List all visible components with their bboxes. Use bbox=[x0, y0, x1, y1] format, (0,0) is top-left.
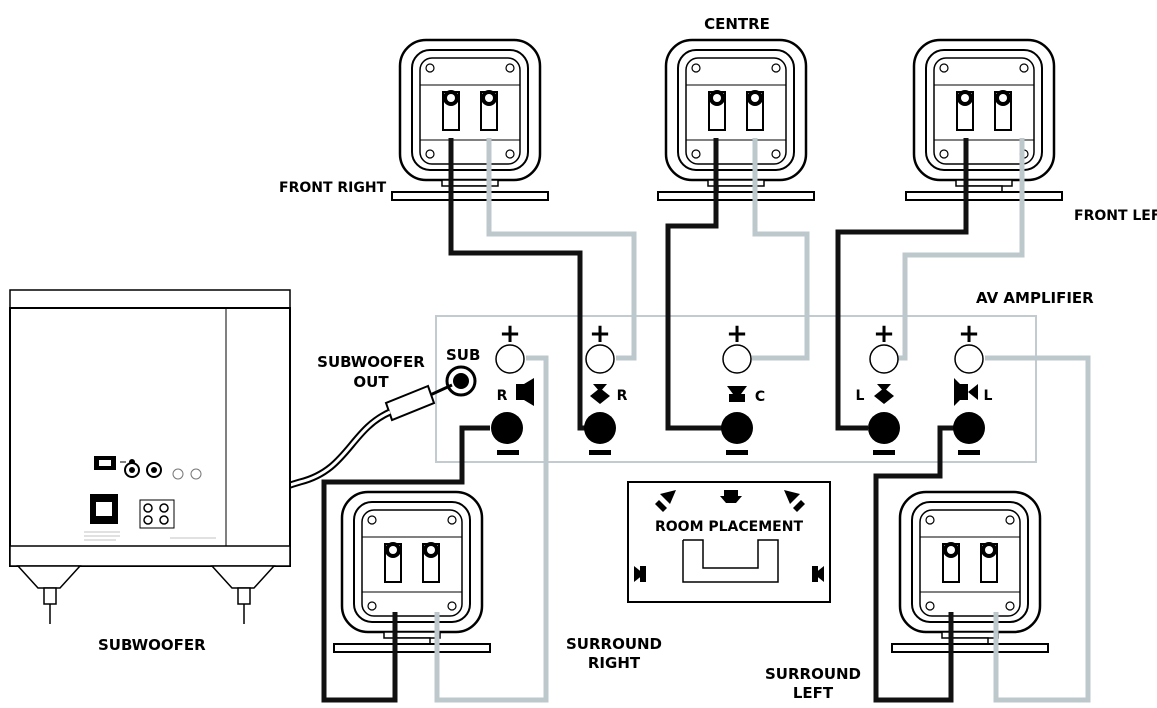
black-wires bbox=[321, 138, 969, 703]
label-subwoofer: SUBWOOFER bbox=[98, 636, 206, 654]
channel-letter-l: L bbox=[856, 388, 865, 404]
label-subwoofer-out-line2: OUT bbox=[353, 373, 389, 391]
label-surround-left-line1: SURROUND bbox=[765, 665, 861, 683]
label-surround-right-line1: SURROUND bbox=[566, 635, 662, 653]
surround-right-speaker bbox=[332, 490, 492, 654]
plus-sign: + bbox=[873, 319, 895, 349]
surround-left-speaker bbox=[890, 490, 1050, 654]
label-front-right: FRONT RIGHT bbox=[279, 180, 387, 196]
label-subwoofer-out-line1: SUBWOOFER bbox=[317, 353, 425, 371]
grey-wires bbox=[434, 138, 1091, 703]
channel-letter-r: R bbox=[617, 388, 628, 404]
plus-signs: + + + + + bbox=[499, 319, 980, 349]
label-centre: CENTRE bbox=[704, 15, 770, 33]
minus-signs bbox=[497, 450, 980, 455]
channel-letter-c: C bbox=[755, 389, 765, 405]
front-right-speaker bbox=[390, 38, 550, 202]
front-left-channel-icon: L bbox=[856, 384, 894, 404]
label-surround-right-line2: RIGHT bbox=[588, 654, 641, 672]
label-front-left: FRONT LEFT bbox=[1074, 208, 1157, 224]
channel-letter-r: R bbox=[497, 388, 508, 404]
sub-output-jack bbox=[445, 365, 477, 397]
label-surround-left-line2: LEFT bbox=[793, 684, 834, 702]
plus-sign: + bbox=[589, 319, 611, 349]
front-left-speaker bbox=[904, 38, 1064, 202]
surround-left-channel-icon: L bbox=[954, 378, 993, 406]
centre-speaker bbox=[656, 38, 816, 202]
label-room-placement: ROOM PLACEMENT bbox=[655, 519, 803, 535]
channel-letter-l: L bbox=[984, 388, 993, 404]
centre-channel-icon: C bbox=[727, 386, 765, 405]
subwoofer-unit bbox=[9, 289, 291, 624]
plus-sign: + bbox=[958, 319, 980, 349]
front-right-channel-icon: R bbox=[590, 384, 628, 404]
label-sub: SUB bbox=[446, 346, 480, 364]
amp-terminals bbox=[491, 344, 985, 444]
room-placement-diagram bbox=[627, 481, 831, 603]
av-amplifier-panel bbox=[435, 315, 1037, 463]
label-av-amplifier: AV AMPLIFIER bbox=[976, 289, 1094, 307]
surround-right-channel-icon: R bbox=[497, 378, 534, 406]
plus-sign: + bbox=[726, 319, 748, 349]
plus-sign: + bbox=[499, 319, 521, 349]
